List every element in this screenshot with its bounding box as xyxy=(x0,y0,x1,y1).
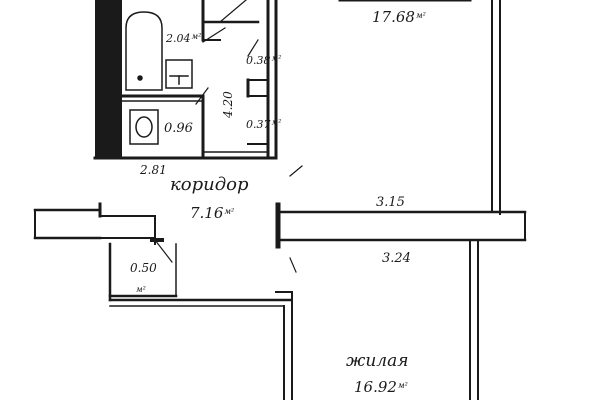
living-bottom-name: жилая xyxy=(346,351,409,371)
service-length-dimension: 4.20 xyxy=(221,91,235,119)
room-width-top-dimension: 3.15 xyxy=(376,195,405,210)
niche-area: 0.50 xyxy=(130,261,157,275)
living-bottom-area: 16.92м² xyxy=(354,378,408,396)
niche-unit: м² xyxy=(136,285,146,294)
living-room-top-walls xyxy=(338,0,501,211)
room-width-bottom-dimension: 3.24 xyxy=(382,251,411,266)
left-wall-segment xyxy=(33,202,164,245)
sink-icon xyxy=(165,59,193,89)
room-labels: 17.68м² 2.04м² 0.96 0.38м² 0.37м² 4.20 2… xyxy=(130,8,426,396)
partition-walls xyxy=(275,202,527,249)
toilet-area: 0.96 xyxy=(164,121,193,136)
closet-b-area: 0.37м² xyxy=(246,118,281,131)
corridor-name: коридор xyxy=(170,174,249,195)
bathroom-area: 2.04м² xyxy=(165,32,201,45)
toilet-icon xyxy=(129,109,159,145)
door-swings xyxy=(154,0,303,273)
bathtub-icon xyxy=(125,11,163,91)
corridor-area: 7.16м² xyxy=(190,204,234,222)
corridor-width-dimension: 2.81 xyxy=(139,163,167,177)
living-top-area: 17.68м² xyxy=(372,8,426,26)
closet-a-area: 0.38м² xyxy=(246,54,281,67)
living-room-bottom-walls xyxy=(108,239,479,400)
niche-walls xyxy=(108,242,178,302)
service-block-walls xyxy=(93,0,205,160)
closet-walls xyxy=(201,0,278,160)
